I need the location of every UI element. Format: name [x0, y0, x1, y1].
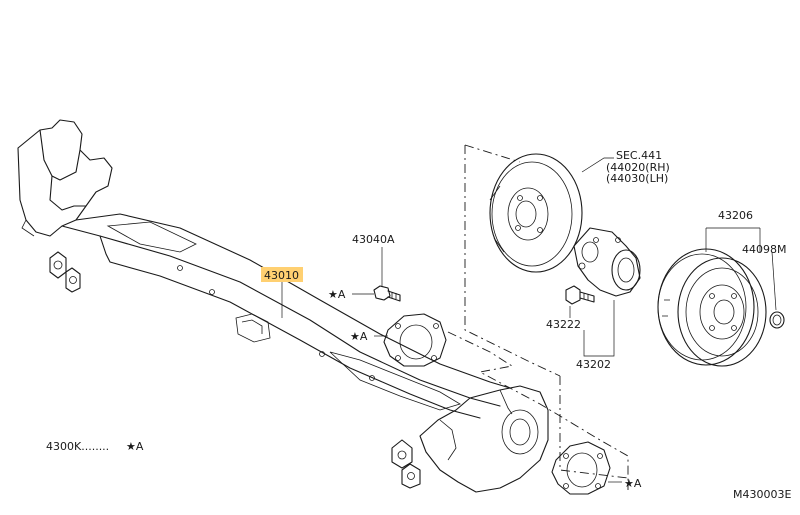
leader-43202 [583, 300, 615, 357]
hub-bolt-drawing [565, 285, 595, 305]
bolt-43040a-drawing [373, 285, 401, 302]
label-sec441[interactable]: SEC.441 [616, 149, 662, 162]
label-star-a-kit: ★A [126, 440, 144, 453]
label-43206[interactable]: 43206 [718, 209, 753, 222]
label-star-a-gasket: ★A [350, 330, 368, 343]
label-43202[interactable]: 43202 [576, 358, 611, 371]
label-43040a[interactable]: 43040A [352, 233, 395, 246]
label-44098m[interactable]: 44098M [742, 243, 786, 256]
label-43222[interactable]: 43222 [546, 318, 581, 331]
assembly-outline-lower [447, 331, 629, 490]
label-44020-rh: (44020(RH) [606, 161, 670, 174]
label-star-a-lower: ★A [624, 477, 642, 490]
brake-drum-drawing [657, 248, 767, 367]
figure-id: M430003E [733, 488, 791, 501]
gasket-upper-drawing [383, 313, 447, 367]
assembly-outline-right [559, 376, 629, 479]
hub-bearing-drawing [573, 227, 641, 297]
leader-44098m [771, 251, 777, 311]
cap-drawing [769, 311, 785, 329]
axle-beam-drawing [17, 119, 549, 493]
label-44030-lh: (44030(LH) [606, 172, 668, 185]
highlight-43010 [261, 267, 303, 282]
label-star-a-bolt: ★A [328, 288, 346, 301]
assembly-outline-top [464, 144, 521, 163]
leader-sec441 [581, 157, 614, 173]
label-kit[interactable]: 4300K........ [46, 440, 109, 453]
assembly-outline-left [464, 145, 561, 377]
backing-plate-drawing [489, 153, 583, 273]
label-43010[interactable]: 43010 [264, 269, 299, 282]
gasket-lower-drawing [551, 441, 611, 495]
leader-43206 [705, 227, 761, 252]
